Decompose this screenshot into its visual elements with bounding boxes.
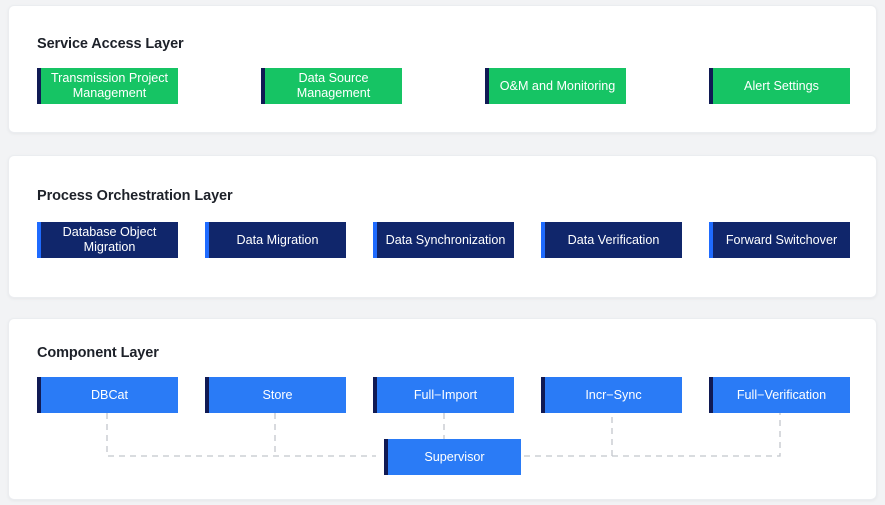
service-box-data-source-management[interactable]: Data Source Management [261,68,402,104]
node-label: Alert Settings [744,78,819,93]
node-label: Data Source Management [296,71,371,100]
component-layer-title: Component Layer [37,345,159,361]
component-box-dbcat[interactable]: DBCat [37,377,178,413]
process-box-data-verification[interactable]: Data Verification [541,222,682,258]
component-layer-card: Component Layer DBCat Store Full−Import … [8,318,877,500]
service-access-layer-box-row: Transmission Project Management Data Sou… [37,68,850,104]
node-label: Data Verification [567,232,660,247]
node-label: Forward Switchover [725,232,838,247]
service-box-om-and-monitoring[interactable]: O&M and Monitoring [485,68,626,104]
component-box-full-import[interactable]: Full−Import [373,377,514,413]
service-box-alert-settings[interactable]: Alert Settings [709,68,850,104]
service-box-transmission-project-management[interactable]: Transmission Project Management [37,68,178,104]
node-label: Data Migration [236,232,319,247]
process-orchestration-layer-box-row: Database Object Migration Data Migration… [37,222,850,258]
node-label: O&M and Monitoring [499,78,616,93]
node-label: Data Synchronization [385,232,506,247]
node-label: Full−Import [413,387,478,402]
node-label: DBCat [90,387,129,402]
process-box-forward-switchover[interactable]: Forward Switchover [709,222,850,258]
node-label: Full−Verification [736,387,827,402]
node-label: Incr−Sync [585,387,642,402]
service-access-layer-title: Service Access Layer [37,36,184,52]
component-box-incr-sync[interactable]: Incr−Sync [541,377,682,413]
node-label: Store [262,387,293,402]
node-label: Database Object Migration [62,225,157,254]
component-layer-box-row: DBCat Store Full−Import Incr−Sync Full−V… [37,377,850,413]
service-access-layer-card: Service Access Layer Transmission Projec… [8,5,877,133]
node-label: Supervisor [424,450,485,464]
process-orchestration-layer-card: Process Orchestration Layer Database Obj… [8,155,877,298]
component-box-full-verification[interactable]: Full−Verification [709,377,850,413]
component-box-supervisor[interactable]: Supervisor [384,439,521,475]
process-box-database-object-migration[interactable]: Database Object Migration [37,222,178,258]
process-box-data-synchronization[interactable]: Data Synchronization [373,222,514,258]
component-box-store[interactable]: Store [205,377,346,413]
process-box-data-migration[interactable]: Data Migration [205,222,346,258]
node-label: Transmission Project Management [50,71,169,100]
process-orchestration-layer-title: Process Orchestration Layer [37,188,233,204]
